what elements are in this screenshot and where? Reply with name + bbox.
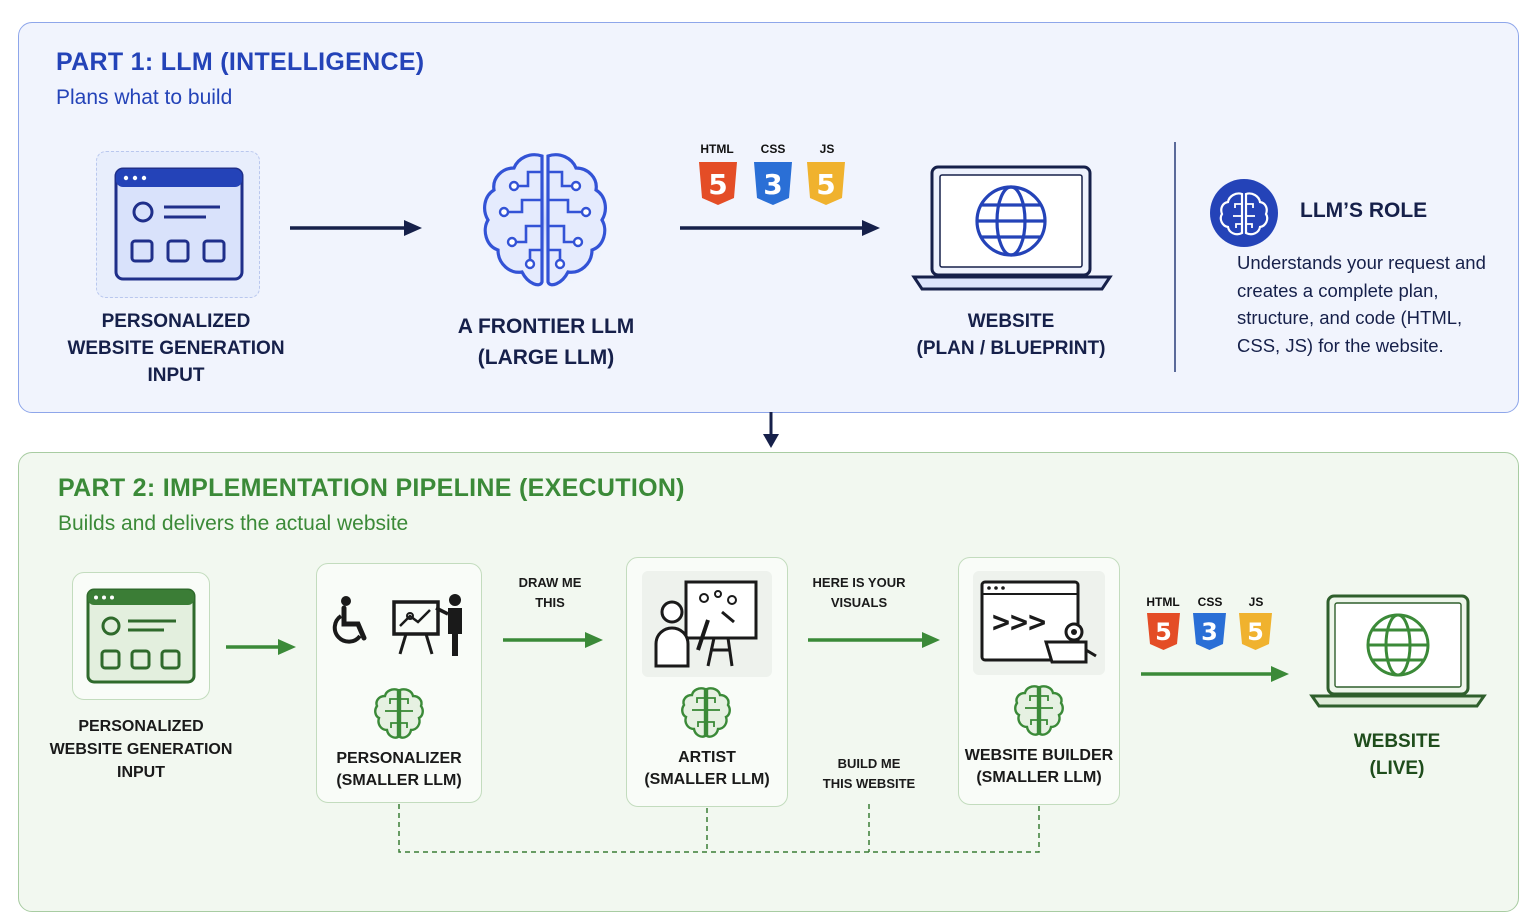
website-blueprint-label: WEBSITE (PLAN / BLUEPRINT) bbox=[916, 311, 1106, 359]
arrow-part1-to-part2 bbox=[763, 412, 779, 448]
frontier-llm-label: A FRONTIER LLM (LARGE LLM) bbox=[457, 315, 635, 369]
part2-input-label: PERSONALIZED WEBSITE GENERATION INPUT bbox=[49, 718, 233, 781]
accessibility-presenter-icon bbox=[332, 594, 462, 656]
svg-text:3: 3 bbox=[763, 168, 782, 201]
website-live-label: WEBSITE (LIVE) bbox=[1353, 731, 1441, 779]
msg-draw-me-this: DRAW ME THIS bbox=[518, 575, 582, 610]
js-badge-label-2: JS bbox=[1248, 595, 1264, 609]
arrow-llm-to-website bbox=[680, 220, 880, 236]
msg-here-is-your-visuals: HERE IS YOUR VISUALS bbox=[812, 575, 906, 610]
personalizer-label: PERSONALIZER (SMALLER LLM) bbox=[336, 750, 462, 789]
code-terminal-icon: >>> bbox=[980, 580, 1097, 664]
css-badge-label-2: CSS bbox=[1197, 595, 1223, 609]
arrow-artist-to-builder bbox=[808, 632, 940, 648]
svg-text:5: 5 bbox=[816, 168, 835, 201]
part2-title: PART 2: IMPLEMENTATION PIPELINE (EXECUTI… bbox=[58, 474, 685, 502]
js-badge-label: JS bbox=[819, 142, 835, 156]
svg-text:3: 3 bbox=[1201, 618, 1218, 646]
html-badge-label-2: HTML bbox=[1146, 595, 1180, 609]
part2-subtitle: Builds and delivers the actual website bbox=[58, 512, 409, 535]
small-llm-brain-icon-2 bbox=[681, 687, 731, 738]
svg-text:5: 5 bbox=[708, 168, 727, 201]
role-divider bbox=[1174, 142, 1176, 372]
llm-role-text: Understands your request and creates a c… bbox=[1237, 252, 1486, 356]
svg-text:5: 5 bbox=[1155, 618, 1172, 646]
part1-title: PART 1: LLM (INTELLIGENCE) bbox=[56, 48, 425, 76]
msg-build-me-this-website: BUILD ME THIS WEBSITE bbox=[822, 756, 916, 791]
arrow-input-to-llm bbox=[290, 220, 422, 236]
brain-icon bbox=[475, 147, 615, 297]
arrow-personalizer-to-artist bbox=[503, 632, 603, 648]
small-llm-brain-icon bbox=[374, 688, 424, 739]
llm-role-brain-icon bbox=[1210, 179, 1278, 247]
laptop-live-icon bbox=[1309, 594, 1487, 708]
builder-label: WEBSITE BUILDER (SMALLER LLM) bbox=[964, 747, 1114, 786]
arrow-builder-to-live bbox=[1141, 666, 1289, 682]
dashed-feedback-connector bbox=[398, 804, 1040, 853]
small-llm-brain-icon-3 bbox=[1014, 685, 1064, 736]
svg-text:5: 5 bbox=[1247, 618, 1264, 646]
laptop-icon bbox=[911, 165, 1113, 291]
part1-input-label: PERSONALIZED WEBSITE GENERATION INPUT bbox=[67, 311, 285, 386]
browser-window-icon bbox=[114, 167, 244, 281]
arrow-input-to-personalizer bbox=[226, 639, 296, 655]
code-shields-icon-2: 5 3 5 bbox=[1147, 613, 1272, 650]
artist-presenter-icon bbox=[654, 580, 758, 668]
html-badge-label: HTML bbox=[700, 142, 734, 156]
code-shields-icon: 5 3 5 bbox=[699, 162, 845, 205]
llm-role-title: LLM’S ROLE bbox=[1300, 199, 1428, 222]
artist-label: ARTIST (SMALLER LLM) bbox=[644, 749, 770, 788]
browser-window-icon-green bbox=[86, 588, 196, 684]
css-badge-label: CSS bbox=[760, 142, 786, 156]
svg-text:>>>: >>> bbox=[992, 605, 1046, 640]
part1-subtitle: Plans what to build bbox=[56, 86, 233, 109]
